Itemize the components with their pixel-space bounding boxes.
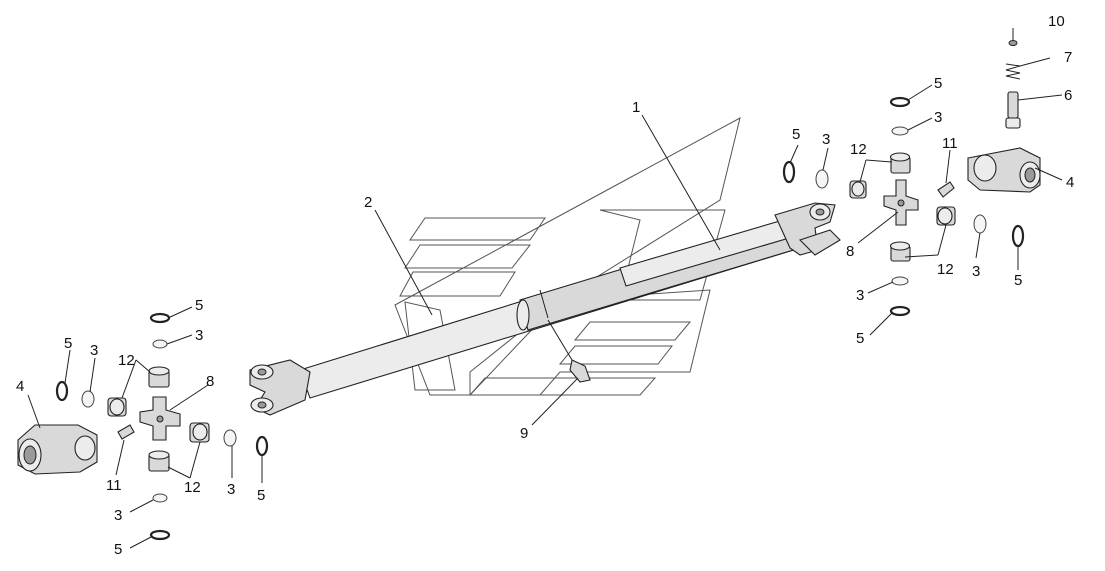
callout-l3d: 3 xyxy=(114,507,122,524)
callout-l3a: 3 xyxy=(90,342,98,359)
callout-r5a: 5 xyxy=(934,75,942,92)
callout-l3b: 3 xyxy=(195,327,203,344)
callout-r12a: 12 xyxy=(850,141,867,158)
grease-fitting-9 xyxy=(547,319,591,383)
callout-r7: 7 xyxy=(1064,49,1072,66)
callout-l12b: 12 xyxy=(184,479,201,496)
callout-r8: 8 xyxy=(846,243,854,260)
callout-l5d: 5 xyxy=(114,541,122,558)
left-universal-joint xyxy=(17,312,269,541)
shaft-tube xyxy=(299,217,801,399)
callout-r3b: 3 xyxy=(822,131,830,148)
callout-l5a: 5 xyxy=(64,335,72,352)
callout-r5d: 5 xyxy=(856,330,864,347)
callout-l4: 4 xyxy=(16,378,24,395)
callout-r5c: 5 xyxy=(1014,272,1022,289)
callout-r6: 6 xyxy=(1064,87,1072,104)
callout-l12a: 12 xyxy=(118,352,135,369)
callout-r3a: 3 xyxy=(934,109,942,126)
callout-r4: 4 xyxy=(1066,174,1074,191)
callout-l5c: 5 xyxy=(257,487,265,504)
callout-r3d: 3 xyxy=(856,287,864,304)
callout-r3c: 3 xyxy=(972,263,980,280)
callout-c1: 1 xyxy=(632,99,640,116)
left-shaft-yoke xyxy=(249,359,311,416)
callout-labels: 1 2 9 10 7 6 4 11 5 3 5 3 12 8 12 3 5 3 … xyxy=(16,13,1074,558)
callout-r12b: 12 xyxy=(937,261,954,278)
right-shaft-yoke xyxy=(774,202,841,256)
callout-l11: 11 xyxy=(106,477,122,494)
right-universal-joint xyxy=(782,40,1041,317)
callout-l5b: 5 xyxy=(195,297,203,314)
callout-r10: 10 xyxy=(1048,13,1065,30)
leader-lines xyxy=(27,28,1063,549)
callout-l8: 8 xyxy=(206,373,214,390)
callout-c2: 2 xyxy=(364,194,372,211)
callout-r11: 11 xyxy=(942,135,958,152)
callout-c9: 9 xyxy=(520,425,528,442)
callout-r5b: 5 xyxy=(792,126,800,143)
callout-l3c: 3 xyxy=(227,481,235,498)
